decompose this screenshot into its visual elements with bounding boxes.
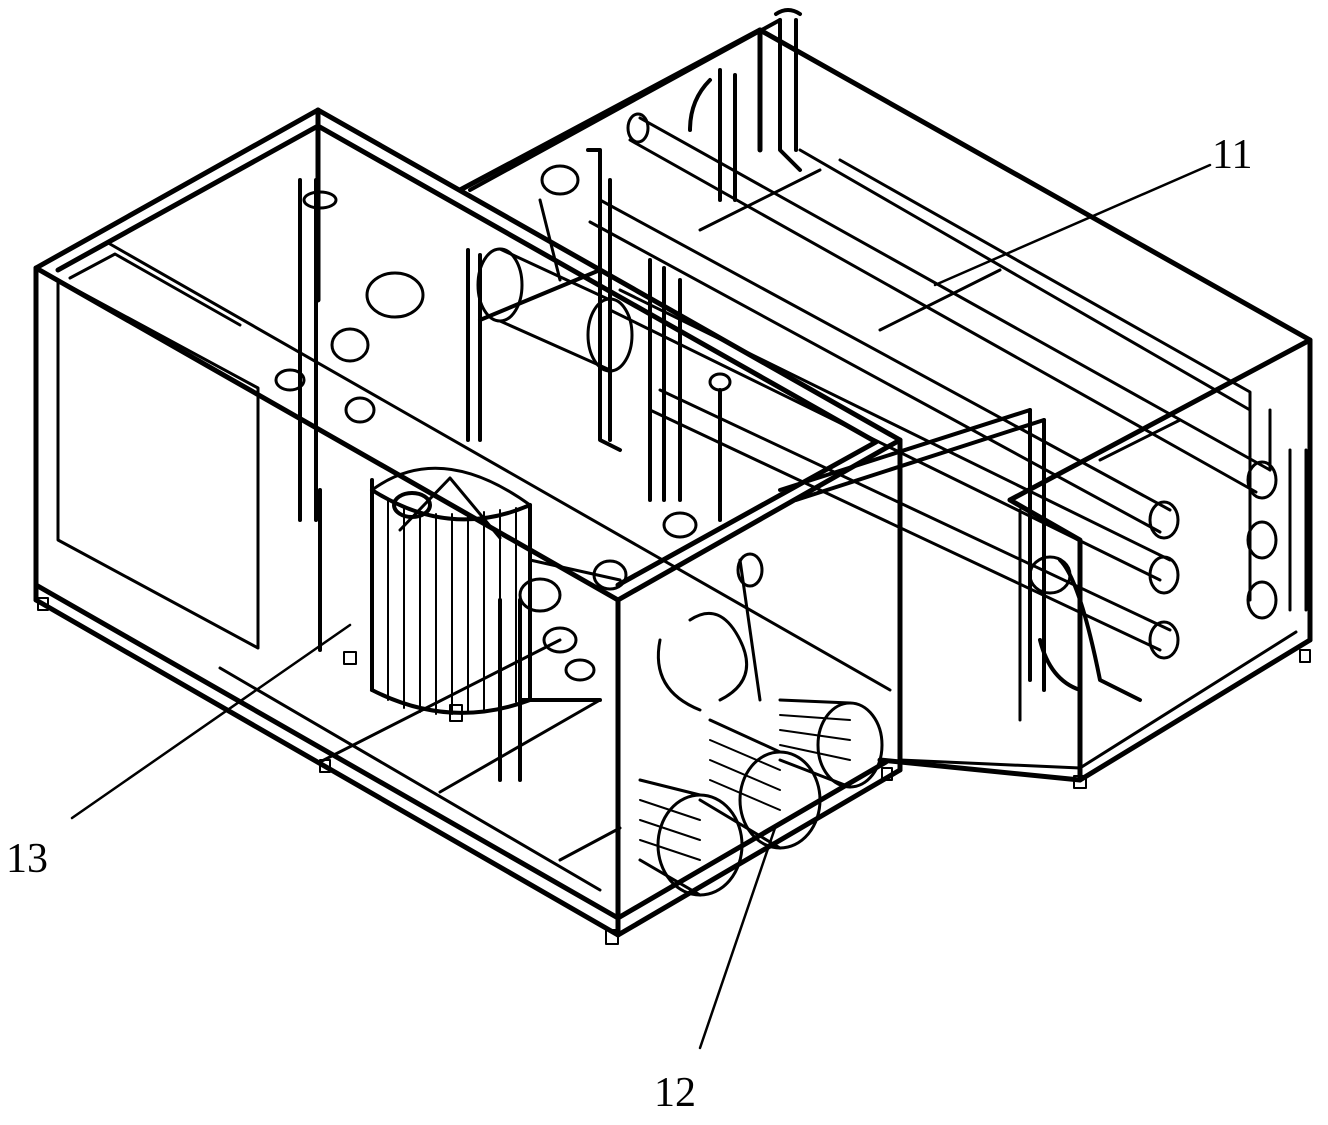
pump-cluster xyxy=(274,190,1072,595)
callout-label-11: 11 xyxy=(1212,132,1253,178)
rear-frame xyxy=(457,27,1313,789)
leader-line-13 xyxy=(70,623,352,820)
membrane-module-bank xyxy=(588,112,1308,660)
pump-motors xyxy=(638,552,884,897)
piping xyxy=(298,8,1142,782)
heat-exchanger xyxy=(476,164,634,373)
leader-line-12 xyxy=(698,826,777,1050)
leader-line-11 xyxy=(933,163,1212,287)
callout-label-13: 13 xyxy=(6,836,48,882)
callout-label-12: 12 xyxy=(654,1070,696,1116)
valve-assembly xyxy=(518,511,698,682)
leader-lines xyxy=(70,163,1212,1050)
storage-tank xyxy=(343,466,532,722)
